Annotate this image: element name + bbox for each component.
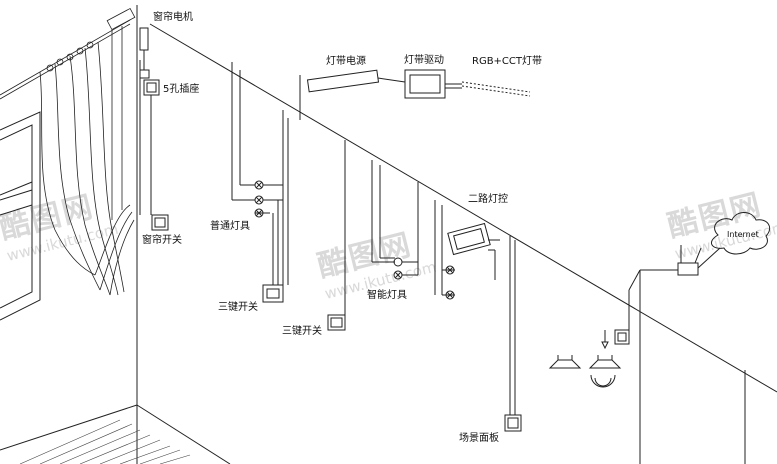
socket-5hole-device — [139, 60, 160, 215]
ceiling-lamp-icon — [254, 208, 264, 218]
label-three-key-switch-2: 三键开关 — [282, 326, 322, 337]
speaker-icon — [548, 359, 582, 369]
label-three-key-switch-1: 三键开关 — [218, 302, 258, 313]
floor-line-right — [136, 404, 231, 464]
curtain — [0, 7, 136, 296]
label-two-way-control: 二路灯控 — [468, 194, 508, 205]
label-rgb-cct-strip: RGB+CCT灯带 — [472, 56, 543, 67]
cloud-icon — [710, 212, 771, 255]
three-key-switch-icon — [262, 284, 284, 303]
led-strip-wiring — [299, 69, 531, 120]
ceiling-line — [149, 23, 777, 393]
network-and-speakers — [548, 212, 771, 388]
scene-panel-icon — [504, 414, 522, 432]
label-curtain-motor: 窗帘电机 — [153, 12, 193, 23]
curtain-switch-device — [151, 214, 169, 231]
smart-lamp-icon — [393, 270, 403, 280]
room-structure — [0, 5, 777, 464]
controlled-lamp-icon — [445, 290, 455, 300]
normal-light-wiring — [231, 62, 289, 303]
smart-light-wiring — [327, 140, 419, 331]
two-way-control-wiring — [434, 200, 522, 432]
floor-line-left — [0, 404, 138, 451]
two-way-controller-box — [447, 222, 491, 256]
three-key-switch-icon — [327, 314, 346, 331]
label-strip-power: 灯带电源 — [326, 56, 366, 67]
speaker-switch-icon — [614, 329, 630, 345]
label-socket-5hole: 5孔插座 — [163, 84, 200, 95]
microphone-icon — [601, 341, 609, 350]
strip-power-box — [306, 69, 380, 93]
ceiling-lamp-icon — [254, 195, 264, 205]
ceiling-lamp-icon — [254, 180, 264, 190]
label-internet: Internet — [727, 230, 759, 239]
label-scene-panel: 场景面板 — [459, 433, 499, 444]
label-strip-driver: 灯带驱动 — [404, 55, 444, 66]
router-icon — [677, 262, 699, 276]
rug-hatching — [19, 419, 191, 464]
label-normal-light: 普通灯具 — [210, 221, 250, 232]
smart-lamp-icon — [393, 257, 403, 267]
curtain-motor-device — [139, 27, 150, 79]
sensor-icon — [594, 377, 612, 387]
window — [0, 111, 41, 321]
strip-driver-box — [404, 69, 446, 99]
label-smart-light: 智能灯具 — [367, 290, 407, 301]
label-curtain-switch: 窗帘开关 — [142, 235, 182, 246]
speaker-icon — [588, 359, 622, 369]
controlled-lamp-icon — [445, 265, 455, 275]
